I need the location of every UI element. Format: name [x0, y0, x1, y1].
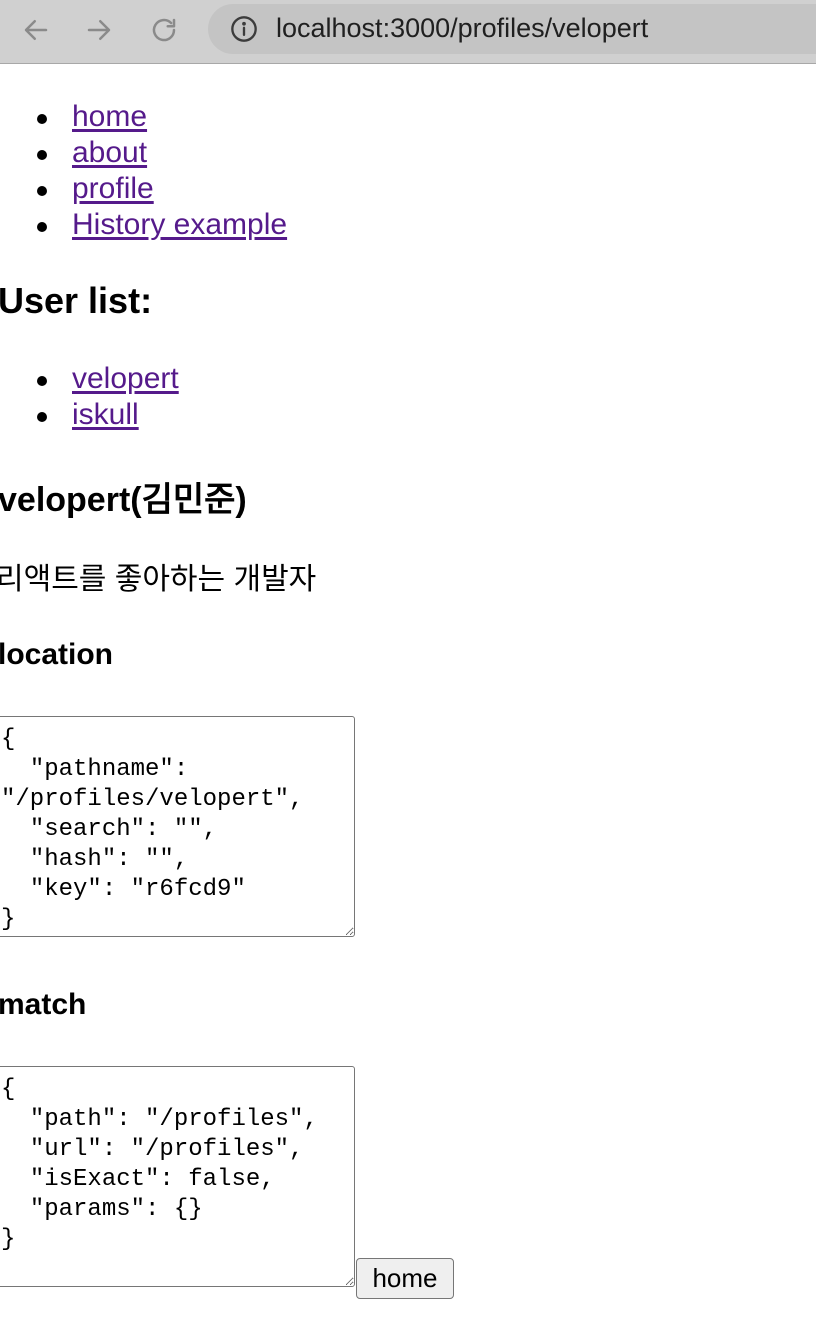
- info-icon[interactable]: [230, 15, 258, 43]
- bullet: [37, 114, 47, 124]
- nav-link-history-example[interactable]: History example: [72, 208, 288, 241]
- match-json-textarea[interactable]: [0, 1066, 355, 1287]
- bullet: [37, 186, 47, 196]
- forward-button[interactable]: [79, 10, 119, 50]
- location-json-textarea[interactable]: [0, 716, 355, 937]
- page-content: home about profile History example User …: [0, 64, 816, 1318]
- url-text[interactable]: localhost:3000/profiles/velopert: [276, 13, 649, 43]
- profile-name: velopert(김민준): [0, 481, 247, 519]
- bullet: [37, 376, 47, 386]
- back-button[interactable]: [16, 10, 56, 50]
- reload-button[interactable]: [144, 10, 184, 50]
- user-link-velopert[interactable]: velopert: [72, 362, 179, 395]
- profile-description: 리액트를 좋아하는 개발자: [0, 563, 317, 596]
- arrow-right-icon: [87, 20, 111, 40]
- location-heading: location: [0, 638, 114, 671]
- address-bar[interactable]: localhost:3000/profiles/velopert: [208, 4, 816, 54]
- nav-link-home[interactable]: home: [72, 100, 148, 133]
- arrow-left-icon: [24, 20, 48, 40]
- nav-link-about[interactable]: about: [72, 136, 148, 169]
- reload-icon: [152, 18, 176, 42]
- bullet: [37, 412, 47, 422]
- user-link-iskull[interactable]: iskull: [72, 398, 139, 431]
- user-list-heading: User list:: [0, 280, 153, 321]
- nav-link-profile[interactable]: profile: [72, 172, 154, 205]
- match-heading: match: [0, 988, 87, 1021]
- home-button[interactable]: home: [356, 1258, 454, 1299]
- browser-toolbar: localhost:3000/profiles/velopert: [0, 0, 816, 64]
- bullet: [37, 222, 47, 232]
- bullet: [37, 150, 47, 160]
